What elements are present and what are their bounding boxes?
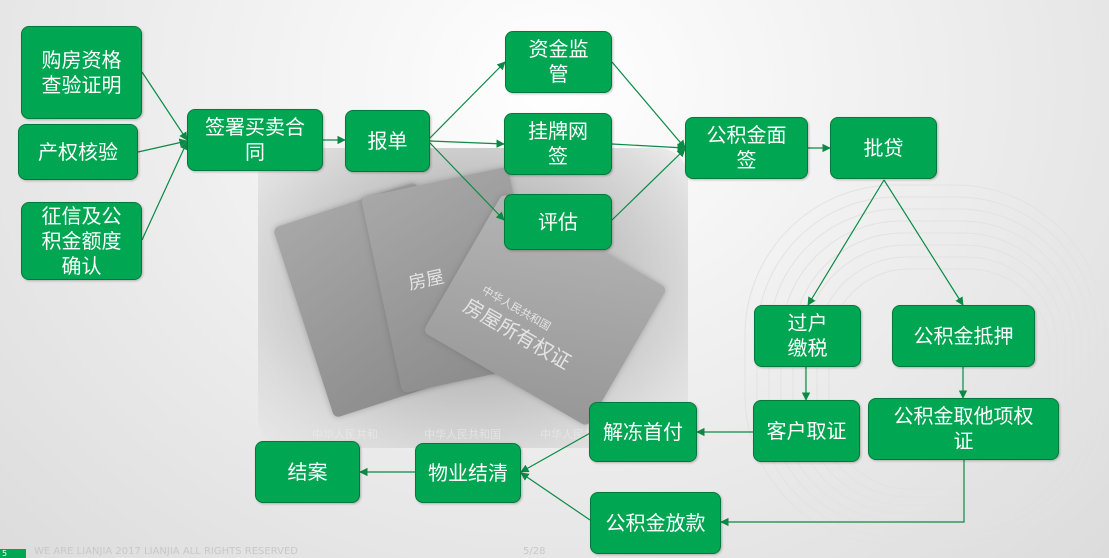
edge-report-to-custody	[429, 61, 506, 139]
node-custody[interactable]: 资金监管	[505, 31, 612, 93]
node-qualify[interactable]: 购房资格查验证明	[21, 26, 142, 119]
node-release-down-label: 解冻首付	[603, 419, 683, 444]
page-index-badge: 5	[0, 549, 26, 558]
node-transfer-tax[interactable]: 过户缴税	[754, 305, 861, 367]
node-credit[interactable]: 征信及公积金额度确认	[21, 202, 142, 280]
edge-credit-to-contract	[141, 141, 188, 241]
node-verify-rights-label: 产权核验	[38, 139, 118, 164]
decorative-lines	[744, 184, 1106, 546]
edge-appraisal-to-interview	[611, 148, 686, 221]
edge-release-to-property	[520, 431, 593, 473]
node-appraisal-label: 评估	[538, 209, 578, 234]
node-get-cert-label: 客户取证	[766, 418, 847, 443]
node-transfer-tax-label: 过户缴税	[787, 311, 828, 360]
footer-tagline: WE ARE LIANJIA 2017 LIANJIA ALL RIGHTS R…	[34, 546, 298, 557]
node-custody-label: 资金监管	[528, 37, 589, 86]
node-loan-release-label: 公积金放款	[605, 510, 706, 535]
node-close-case-label: 结案	[287, 459, 328, 484]
node-close-case[interactable]: 结案	[255, 441, 360, 503]
node-listing[interactable]: 挂牌网签	[504, 113, 612, 175]
node-report-label: 报单	[367, 128, 408, 153]
node-release-down[interactable]: 解冻首付	[589, 402, 697, 462]
certificate-text: 中华人民共和国	[424, 428, 501, 441]
node-listing-label: 挂牌网签	[528, 119, 588, 168]
node-interview-label: 公积金面签	[706, 123, 787, 172]
edge-approve-to-mortgage	[883, 179, 964, 306]
edge-report-to-listing	[429, 139, 505, 148]
node-appraisal[interactable]: 评估	[504, 194, 612, 250]
node-other-rights-label: 公积金取他项权证	[893, 404, 1034, 453]
certificate-text: 中华人民共和	[312, 428, 378, 441]
node-property-clear[interactable]: 物业结清	[415, 443, 521, 503]
node-approve[interactable]: 批贷	[830, 117, 937, 179]
certificate-text: 房屋所	[538, 450, 587, 469]
node-credit-label: 征信及公积金额度确认	[41, 203, 122, 278]
edge-approve-to-transfer	[807, 179, 885, 306]
edge-qualify-to-contract	[141, 71, 188, 141]
node-interview[interactable]: 公积金面签	[685, 117, 808, 179]
edge-verify-to-contract	[137, 138, 188, 153]
node-mortgage[interactable]: 公积金抵押	[892, 305, 1035, 367]
edge-loan-to-property	[520, 472, 591, 521]
node-mortgage-label: 公积金抵押	[913, 323, 1014, 348]
footer-page-counter: 5/28	[523, 546, 546, 557]
edge-otherrights-to-loan	[720, 460, 965, 527]
edge-listing-to-interview	[611, 143, 686, 152]
node-verify-rights[interactable]: 产权核验	[18, 124, 138, 180]
edge-custody-to-interview	[611, 61, 686, 149]
node-qualify-label: 购房资格查验证明	[41, 47, 122, 97]
node-loan-release[interactable]: 公积金放款	[590, 492, 721, 554]
node-other-rights[interactable]: 公积金取他项权证	[868, 398, 1059, 460]
node-property-clear-label: 物业结清	[428, 460, 508, 485]
node-sign-contract-label: 签署买卖合同	[205, 115, 305, 164]
node-get-cert[interactable]: 客户取证	[753, 400, 860, 462]
node-report[interactable]: 报单	[345, 110, 430, 172]
node-approve-label: 批贷	[863, 135, 904, 160]
node-sign-contract[interactable]: 签署买卖合同	[187, 109, 323, 171]
edge-report-to-appraisal	[429, 142, 505, 221]
